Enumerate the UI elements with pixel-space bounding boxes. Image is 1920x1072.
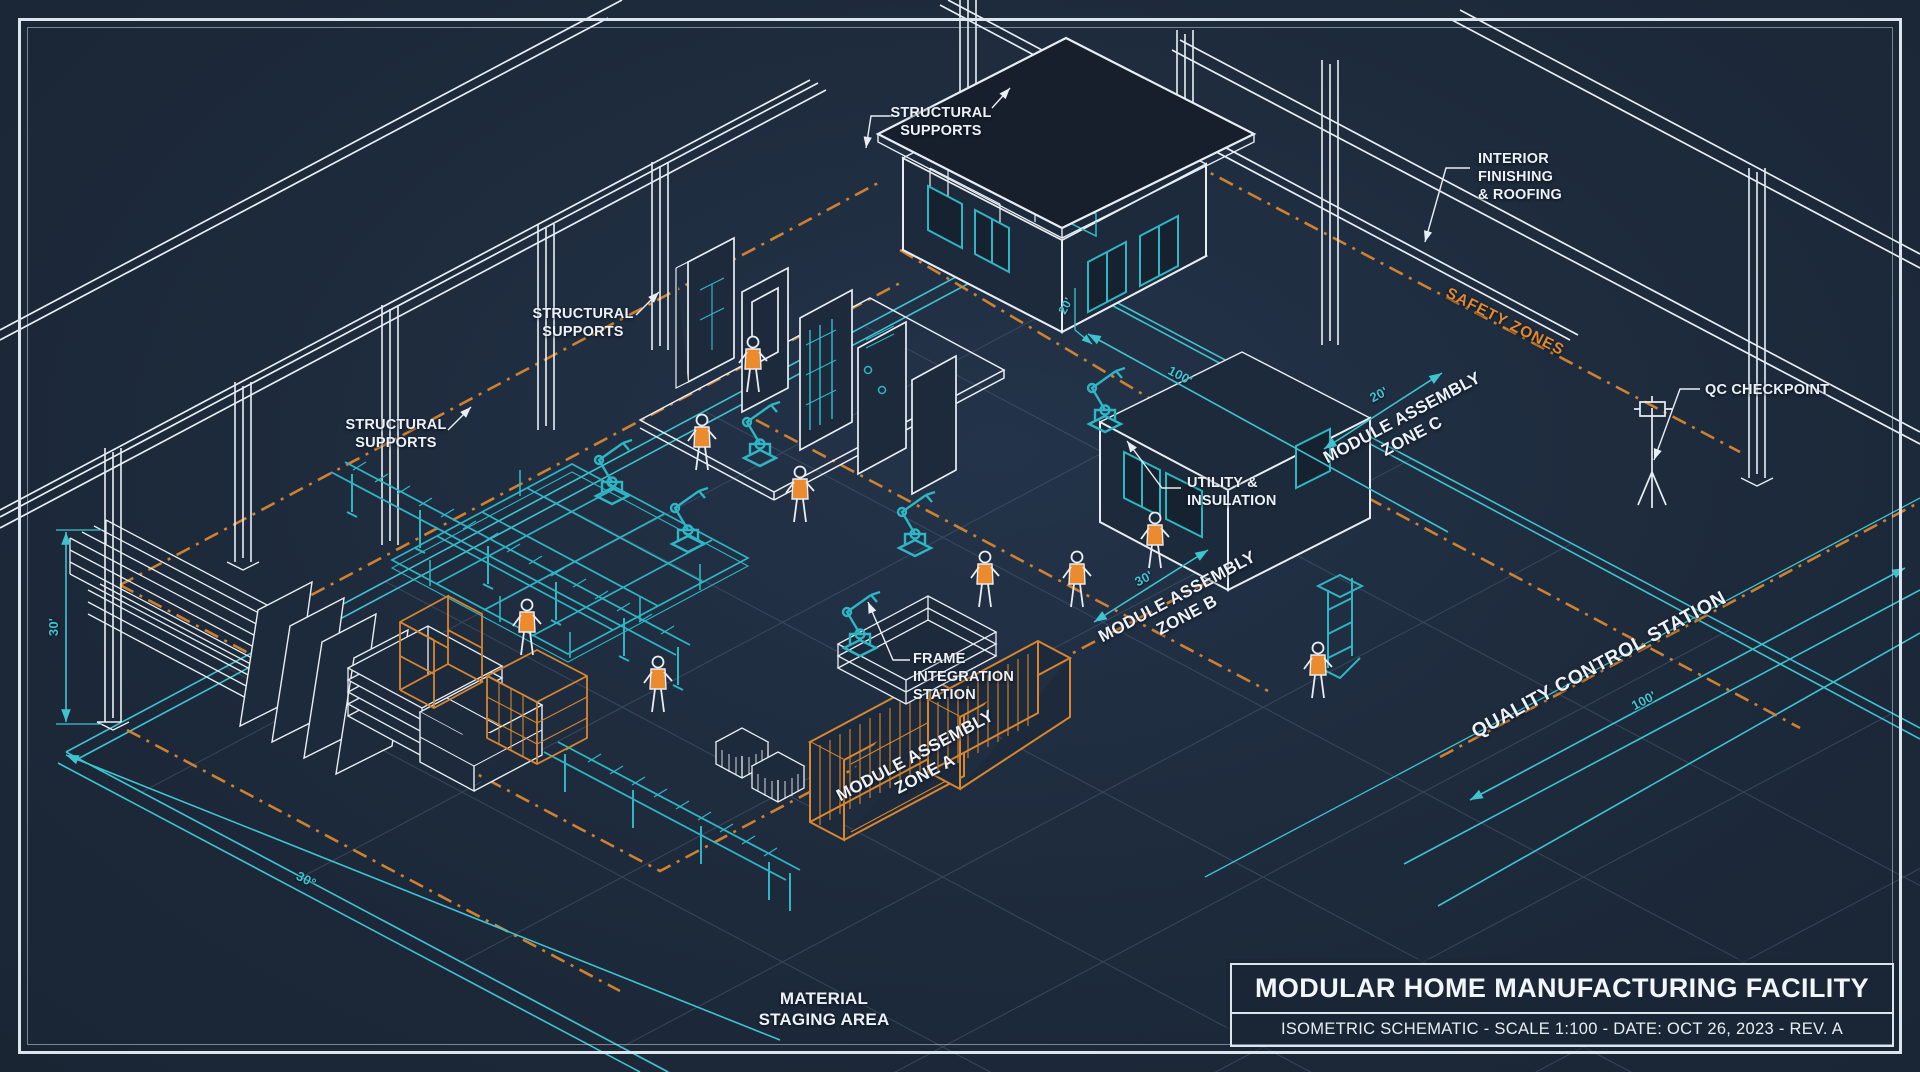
structural-column bbox=[1740, 168, 1774, 487]
shipping-container bbox=[925, 639, 1073, 791]
structural-column bbox=[651, 162, 669, 350]
label-qc-checkpoint: QC CHECKPOINT bbox=[1705, 382, 1830, 398]
label-utility-insulation: UTILITY & INSULATION bbox=[1187, 475, 1277, 510]
orange-cage bbox=[486, 648, 588, 766]
worker-icon bbox=[1062, 550, 1092, 608]
label-interior-finishing: INTERIOR FINISHING & ROOFING bbox=[1478, 151, 1562, 204]
orange-rack bbox=[399, 594, 484, 710]
qc-module-box bbox=[1098, 351, 1372, 592]
label-structural-supports-low: STRUCTURAL SUPPORTS bbox=[345, 416, 447, 451]
qc-checkpoint-instrument bbox=[1634, 396, 1672, 508]
title-block: MODULAR HOME MANUFACTURING FACILITY ISOM… bbox=[1230, 963, 1894, 1047]
module-c-windows bbox=[927, 184, 1179, 314]
label-structural-supports-mid: STRUCTURAL SUPPORTS bbox=[532, 305, 634, 340]
worker-icon bbox=[970, 550, 1000, 608]
label-structural-supports-top: STRUCTURAL SUPPORTS bbox=[890, 104, 992, 139]
qc-lift bbox=[1315, 573, 1365, 680]
utility-pipes bbox=[699, 277, 895, 430]
structural-column bbox=[1321, 60, 1339, 345]
drawing-title: MODULAR HOME MANUFACTURING FACILITY bbox=[1255, 973, 1869, 1003]
worker-icon bbox=[643, 655, 673, 713]
label-leaders bbox=[447, 87, 1700, 661]
drawing-subtitle: ISOMETRIC SCHEMATIC - SCALE 1:100 - DATE… bbox=[1232, 1012, 1892, 1045]
wall-panels bbox=[675, 236, 957, 496]
label-frame-integration: FRAME INTEGRATION STATION bbox=[913, 651, 1015, 704]
frame-chassis-grid bbox=[390, 463, 750, 663]
structural-column bbox=[537, 224, 555, 430]
worker-icon bbox=[785, 465, 815, 523]
dimension-lines bbox=[56, 288, 1906, 1041]
module-c-house bbox=[875, 36, 1257, 334]
structural-column bbox=[226, 382, 260, 571]
structural-beams bbox=[0, 0, 1920, 529]
structural-column bbox=[96, 448, 130, 731]
label-material-staging: MATERIAL STAGING AREA bbox=[758, 988, 890, 1029]
dim-left-height: 30' bbox=[45, 617, 61, 637]
